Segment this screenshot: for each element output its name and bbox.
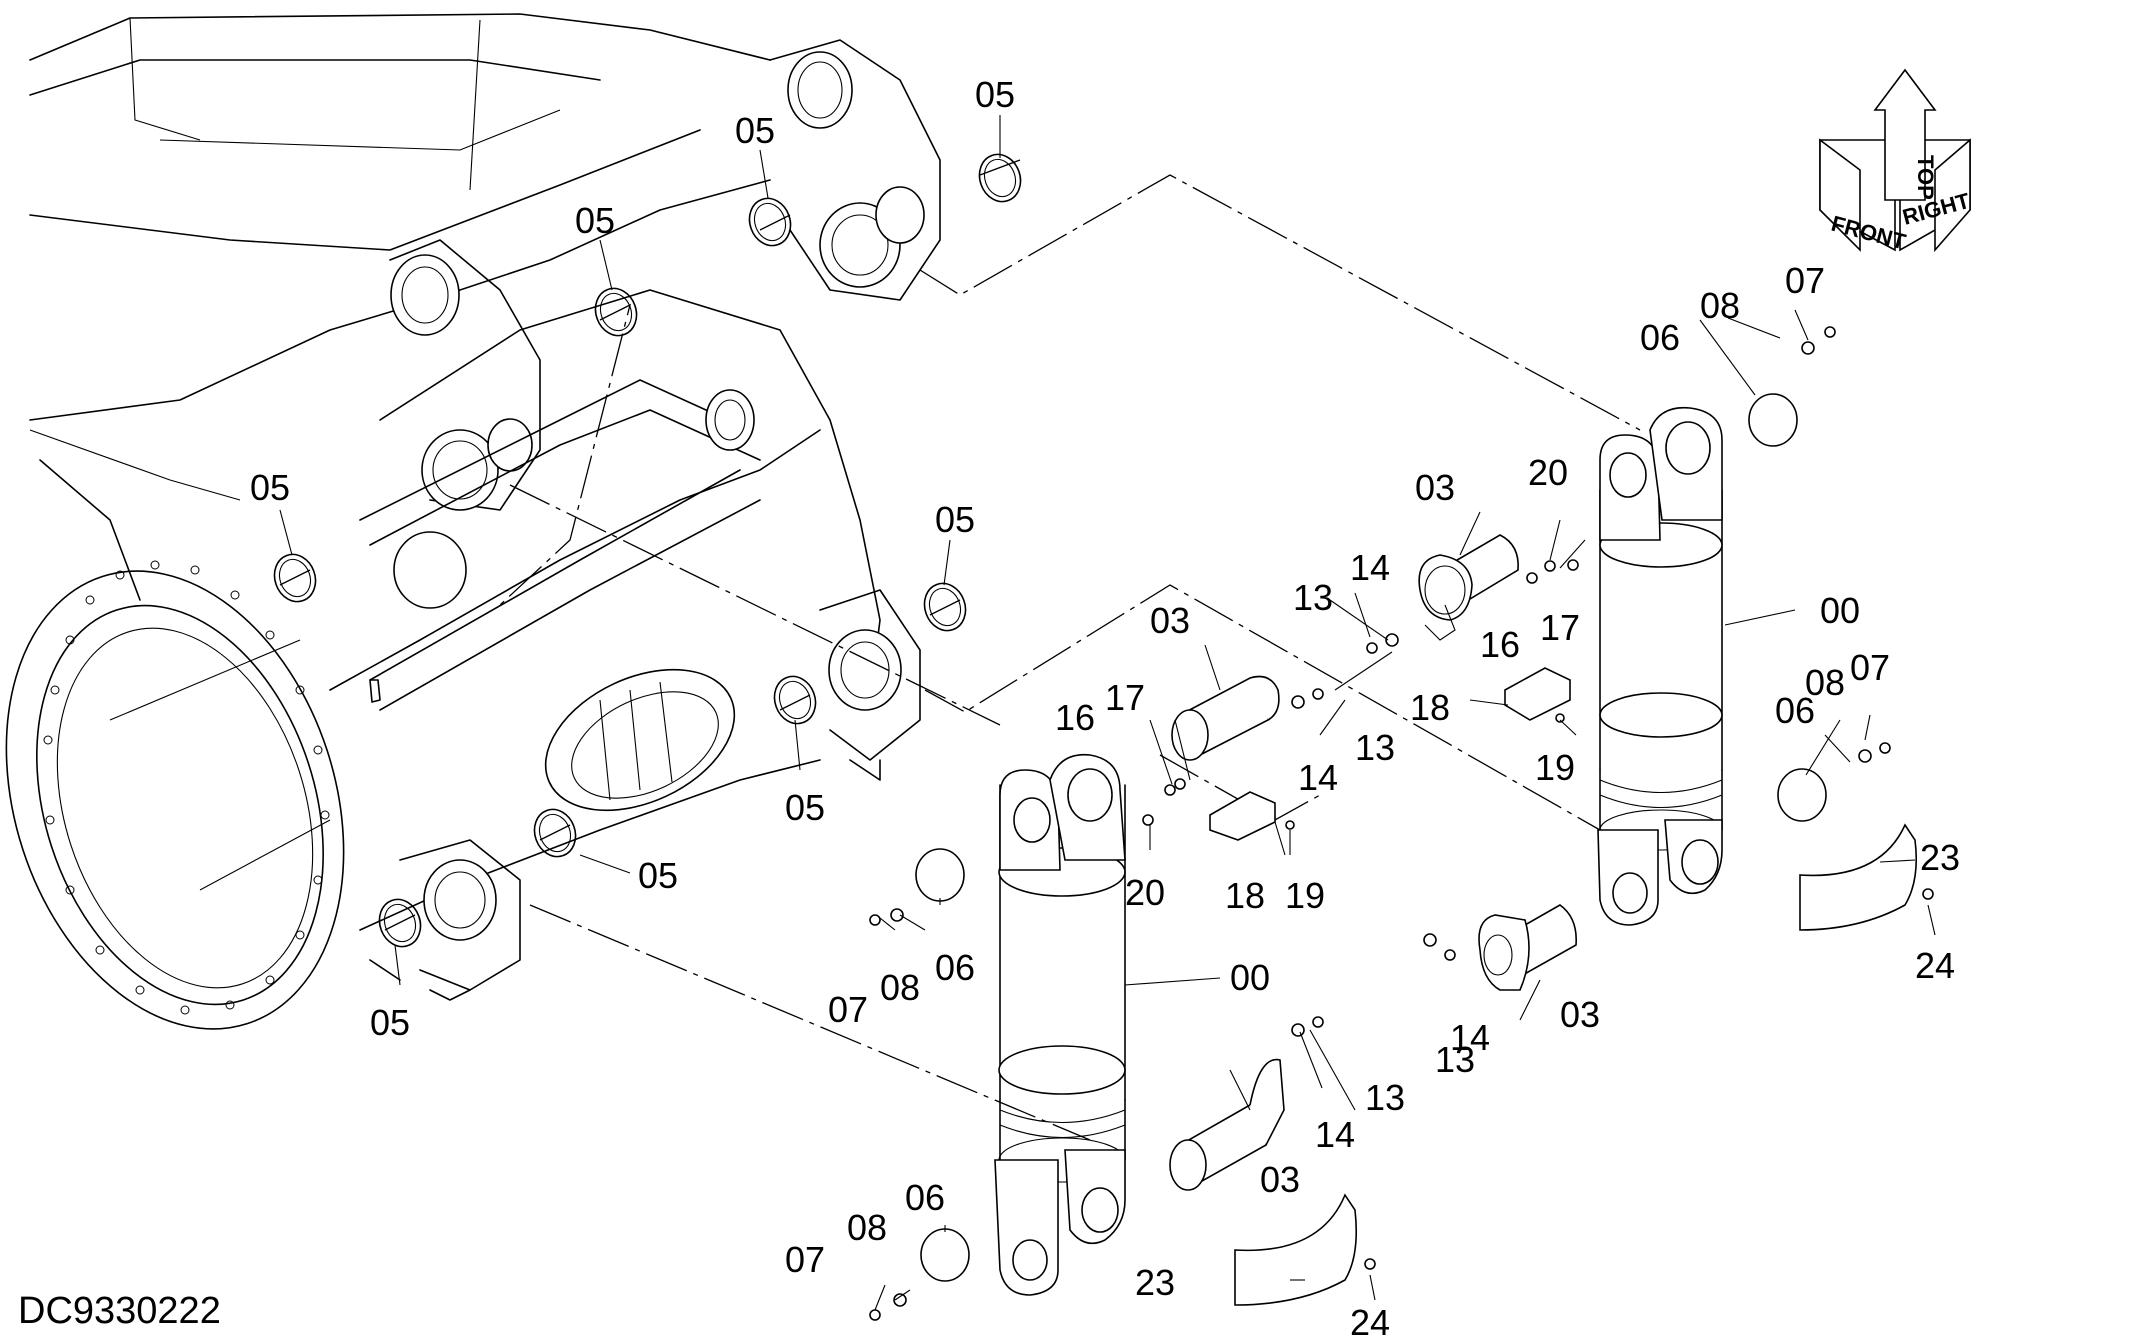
callout-08: 08 (847, 1207, 887, 1248)
assembly-center-lines (279, 159, 1641, 1141)
axle-frame-drawing (5, 13, 941, 1030)
callout-03: 03 (1415, 467, 1455, 508)
callout-17: 17 (1105, 677, 1145, 718)
orientation-label-top: TOP (1913, 155, 1938, 200)
callout-14: 14 (1315, 1114, 1355, 1155)
callout-16: 16 (1055, 697, 1095, 738)
pins (1169, 534, 1577, 1191)
callout-13: 13 (1435, 1039, 1475, 1080)
callout-05: 05 (250, 467, 290, 508)
callout-07: 07 (828, 989, 868, 1030)
callout-08: 08 (1700, 285, 1740, 326)
leader-lines (279, 115, 1936, 1311)
callout-03: 03 (1260, 1159, 1300, 1200)
callout-14: 14 (1350, 547, 1390, 588)
right-suspension-cylinder (1597, 406, 1723, 926)
callout-05: 05 (735, 110, 775, 151)
callout-03: 03 (1560, 994, 1600, 1035)
drawing-number: DC9330222 (18, 1290, 221, 1332)
callout-05: 05 (575, 200, 615, 241)
callout-13: 13 (1293, 577, 1333, 618)
callout-03: 03 (1150, 600, 1190, 641)
callout-14: 14 (1450, 1017, 1490, 1058)
callout-14: 14 (1298, 757, 1338, 798)
o-rings (273, 153, 1022, 948)
callout-18: 18 (1410, 687, 1450, 728)
end-plates-and-hardware (869, 326, 1934, 1321)
callout-05: 05 (370, 1002, 410, 1043)
callout-13: 13 (1365, 1077, 1405, 1118)
callout-06: 06 (905, 1177, 945, 1218)
callout-05: 05 (785, 787, 825, 828)
callout-00: 00 (1820, 590, 1860, 631)
callout-18: 18 (1225, 875, 1265, 916)
left-suspension-cylinder (994, 753, 1126, 1296)
callout-07: 07 (1785, 260, 1825, 301)
flange-bolt-holes (43, 560, 330, 1015)
callout-06: 06 (1640, 317, 1680, 358)
callout-17: 17 (1540, 607, 1580, 648)
callout-05: 05 (975, 74, 1015, 115)
callout-05: 05 (638, 855, 678, 896)
callout-06: 06 (1775, 690, 1815, 731)
callout-20: 20 (1528, 452, 1568, 493)
callout-00: 00 (1230, 957, 1270, 998)
callout-19: 19 (1285, 875, 1325, 916)
callout-13: 13 (1355, 727, 1395, 768)
callout-05: 05 (935, 499, 975, 540)
part-callouts: 05 05 05 05 05 05 05 05 00 00 03 03 03 0… (250, 74, 1960, 1342)
callout-08: 08 (880, 967, 920, 1008)
callout-08: 08 (1805, 662, 1845, 703)
callout-07: 07 (1850, 647, 1890, 688)
callout-16: 16 (1480, 624, 1520, 665)
callout-06: 06 (935, 947, 975, 988)
callout-19: 19 (1535, 747, 1575, 788)
callout-23: 23 (1135, 1262, 1175, 1303)
callout-20: 20 (1125, 872, 1165, 913)
callout-23: 23 (1920, 837, 1960, 878)
callout-24: 24 (1350, 1302, 1390, 1342)
callout-07: 07 (785, 1239, 825, 1280)
callout-24: 24 (1915, 945, 1955, 986)
orientation-indicator: FRONT TOP RIGHT (1819, 68, 1973, 255)
